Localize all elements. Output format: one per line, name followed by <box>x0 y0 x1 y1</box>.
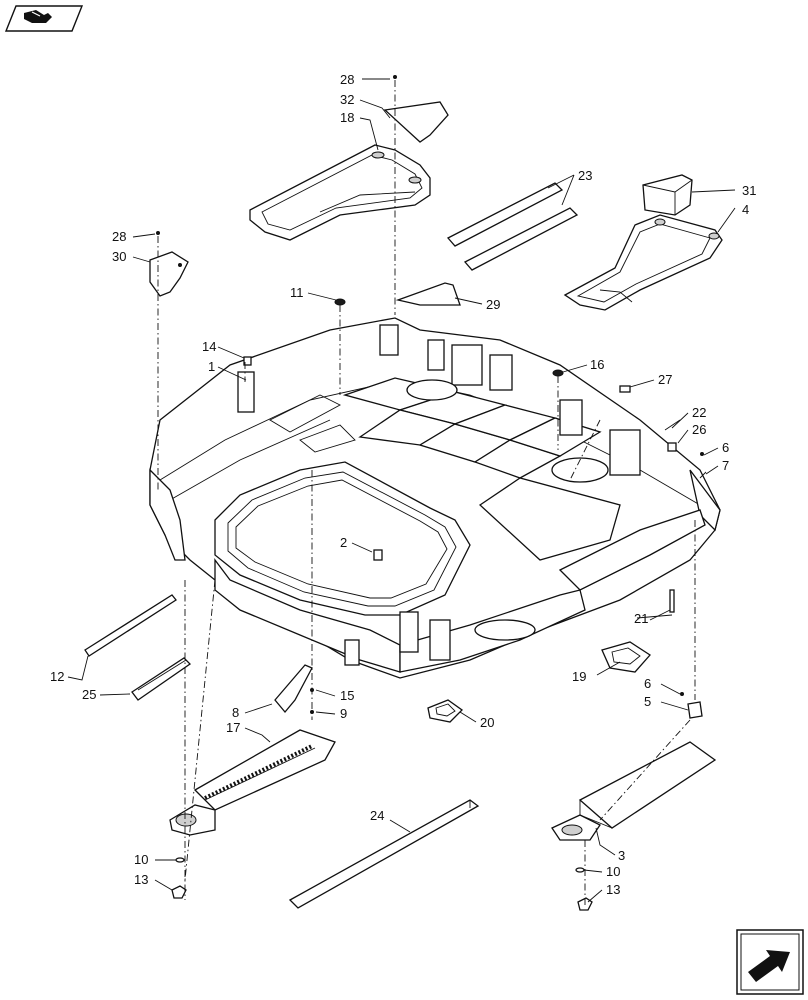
callout-15: 15 <box>340 688 354 703</box>
callout-labels: 28 32 18 23 31 4 28 30 11 29 14 1 16 27 … <box>50 72 756 897</box>
part-3-duct <box>551 741 717 841</box>
callout-28-top: 28 <box>340 72 354 87</box>
callout-19: 19 <box>572 669 586 684</box>
callout-13-left: 13 <box>134 872 148 887</box>
part-4-cover <box>563 214 723 311</box>
callout-26: 26 <box>692 422 706 437</box>
roof-body <box>149 317 721 679</box>
callout-16: 16 <box>590 357 604 372</box>
leader-lines <box>67 78 736 903</box>
part-30-bracket <box>149 251 189 297</box>
callout-29: 29 <box>486 297 500 312</box>
callout-10-right: 10 <box>606 864 620 879</box>
callout-21: 21 <box>634 611 648 626</box>
callout-20: 20 <box>480 715 494 730</box>
part-17-duct <box>169 729 336 836</box>
callout-25: 25 <box>82 687 96 702</box>
callout-24: 24 <box>370 808 384 823</box>
callout-1: 1 <box>208 359 215 374</box>
callout-6-upper: 6 <box>722 440 729 455</box>
alignment-lines <box>157 80 696 905</box>
callout-6-lower: 6 <box>644 676 651 691</box>
callout-23: 23 <box>578 168 592 183</box>
callout-9: 9 <box>340 706 347 721</box>
callout-12: 12 <box>50 669 64 684</box>
callout-13-right: 13 <box>606 882 620 897</box>
book-hand-icon <box>4 5 84 32</box>
part-24-bar <box>288 799 480 909</box>
part-12-strip <box>84 594 177 657</box>
part-25-seal <box>131 657 192 701</box>
callout-2: 2 <box>340 535 347 550</box>
callout-7: 7 <box>722 458 729 473</box>
callout-5: 5 <box>644 694 651 709</box>
callout-11: 11 <box>290 285 304 300</box>
part-19-gasket <box>601 641 651 673</box>
part-23-strips <box>446 182 579 271</box>
part-31-block <box>642 174 693 216</box>
callout-8: 8 <box>232 705 239 720</box>
callout-18: 18 <box>340 110 354 125</box>
fasteners <box>156 75 707 719</box>
part-18-cover <box>249 144 431 241</box>
callout-28-left: 28 <box>112 229 126 244</box>
callout-27: 27 <box>658 372 672 387</box>
callout-30: 30 <box>112 249 126 264</box>
callout-32: 32 <box>340 92 354 107</box>
callout-17: 17 <box>226 720 240 735</box>
callout-14: 14 <box>202 339 216 354</box>
lower-fasteners <box>171 857 593 911</box>
part-32-bracket <box>383 101 449 143</box>
callout-4: 4 <box>742 202 749 217</box>
callout-3: 3 <box>618 848 625 863</box>
callout-31: 31 <box>742 183 756 198</box>
part-8-panel <box>274 664 313 714</box>
callout-10-left: 10 <box>134 852 148 867</box>
callout-22: 22 <box>692 405 706 420</box>
part-29-shield <box>395 282 461 306</box>
part-20-gasket <box>427 699 464 723</box>
arrow-next-icon[interactable] <box>736 929 804 995</box>
